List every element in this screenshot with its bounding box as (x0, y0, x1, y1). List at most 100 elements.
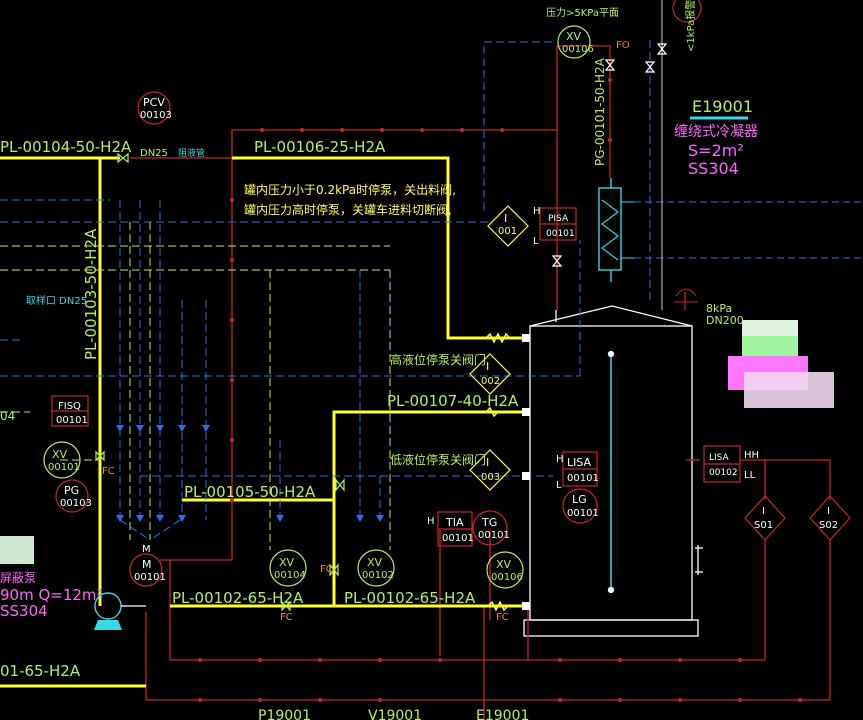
fc-marker-3: FC (280, 612, 293, 623)
tg-number: 00101 (478, 530, 510, 541)
line-label-pg101: PG-00101-50-H2A (593, 57, 607, 166)
tia-number: 00101 (442, 533, 474, 544)
blue-dashed-lines (0, 40, 651, 541)
interlock-i002 (469, 353, 511, 395)
pump-material: SS304 (0, 602, 48, 620)
reducers (485, 332, 511, 612)
lisa2-hh: HH (744, 450, 759, 461)
signal-lines (0, 221, 391, 550)
fc-marker-2: FC (320, 564, 333, 575)
condenser-material: SS304 (688, 159, 739, 178)
bottom-tag-3: E19001 (476, 708, 529, 720)
tank-nozzles (522, 334, 530, 610)
instrument-bubbles (43, 0, 741, 589)
xv102-type: XV (367, 556, 383, 569)
line-label-pl106: PL-00106-25-H2A (254, 138, 386, 156)
blur-patch-5 (0, 536, 34, 564)
tia-type: TIA (445, 516, 464, 529)
tg-type: TG (481, 516, 497, 529)
s01-number: S01 (754, 520, 773, 531)
i001-number: 001 (498, 226, 517, 237)
motor-number: 00101 (134, 572, 166, 583)
lg-number: 00101 (567, 508, 599, 519)
interlock-i001 (487, 205, 529, 247)
line-label-pl104: PL-00104-50-H2A (0, 138, 132, 156)
note-line2: 罐内压力高时停泵，关罐车进料切断阀, (244, 202, 452, 217)
condenser-name: 缠绕式冷凝器 (674, 123, 758, 140)
xv104-number: 00104 (274, 570, 306, 581)
valves (95, 43, 668, 612)
i001-type: I (504, 212, 507, 225)
interlock-s02 (809, 495, 851, 541)
note-dn200: DN200 (706, 314, 744, 327)
s02-type: I (827, 506, 830, 517)
xv104-type: XV (279, 556, 295, 569)
pcv-number: 00103 (140, 110, 172, 121)
blue-arrows (116, 425, 384, 522)
interlock-i003 (469, 449, 511, 491)
note-vent: 阻液管 (178, 147, 205, 159)
note-line1: 罐内压力小于0.2kPa时停泵，关出料阀, (244, 182, 456, 197)
note-sample: 取样口 DN25 (26, 294, 87, 307)
fisq-number: 00101 (56, 415, 88, 426)
s02-number: S02 (819, 520, 838, 531)
lisa2-ll: LL (744, 470, 756, 481)
blur-patch-4 (744, 372, 834, 408)
blur-patch-2 (742, 336, 798, 356)
pg-number: 00103 (60, 498, 92, 509)
storage-tank (523, 305, 703, 637)
lisa-type: LISA (567, 456, 592, 469)
fisq-type: FISQ (58, 401, 81, 412)
breather-valve (674, 288, 698, 303)
s01-type: I (762, 506, 765, 517)
interlock-s01 (744, 495, 786, 541)
i003-type: I (486, 456, 489, 469)
bottom-tag-1: P19001 (258, 708, 311, 720)
fc-marker-1: FC (102, 466, 115, 477)
pump-name: 屏蔽泵 (0, 571, 36, 585)
note-dn25: DN25 (140, 148, 168, 159)
yellow-piping (0, 156, 528, 688)
bottom-tag-2: V19001 (368, 708, 422, 720)
fc-marker-4: FC (496, 612, 509, 623)
left-stub-label: 04 (0, 409, 15, 423)
line-label-pl101: 01-65-H2A (0, 662, 81, 680)
line-label-pl102a: PL-00102-65-H2A (172, 589, 304, 607)
note-lt1: <1kPa报警 (684, 0, 697, 52)
tia-h: H (427, 516, 435, 527)
lisa2-type: LISA (709, 453, 730, 463)
xv102-number: 00102 (362, 570, 394, 581)
condenser-tag: E19001 (692, 97, 753, 116)
i002-number: 002 (481, 376, 500, 387)
lisa-l: L (556, 480, 562, 491)
pcv-type: PCV (143, 96, 165, 109)
lisa2-number: 00102 (709, 468, 738, 478)
xv106b-type: XV (496, 558, 512, 571)
note-kpa: 8kPa (706, 302, 732, 315)
i002-type: I (486, 360, 489, 373)
lisa-h: H (556, 454, 564, 465)
line-label-pl103: PL-00103-50-H2A (82, 228, 100, 360)
xv-left-number: 00101 (48, 462, 80, 473)
pump-m: M (142, 544, 151, 555)
pump (94, 553, 163, 630)
condenser (598, 0, 863, 310)
text-layer: PL-00104-50-H2A PL-00106-25-H2A PL-00107… (0, 0, 838, 720)
lg-type: LG (572, 493, 587, 506)
lisa-number: 00101 (567, 473, 599, 484)
xv106b-number: 00106 (491, 572, 523, 583)
pisa-h: H (533, 206, 541, 217)
condenser-area: S=2m² (688, 141, 744, 160)
pipe-markers (198, 78, 802, 702)
pisa-number: 00101 (546, 229, 575, 239)
pump-flow: 90m Q=12m³ (0, 586, 103, 604)
i003-number: 003 (481, 472, 500, 483)
pisa-l: L (533, 236, 539, 247)
fo-marker: FO (616, 40, 630, 51)
note-high-interlock: 高液位停泵关阀门 (390, 352, 486, 367)
note-low-interlock: 低液位停泵关阀门 (390, 452, 486, 467)
line-label-pl105: PL-00105-50-H2A (184, 483, 316, 501)
line-label-pl102b: PL-00102-65-H2A (344, 589, 476, 607)
xv-left-type: XV (52, 448, 68, 461)
